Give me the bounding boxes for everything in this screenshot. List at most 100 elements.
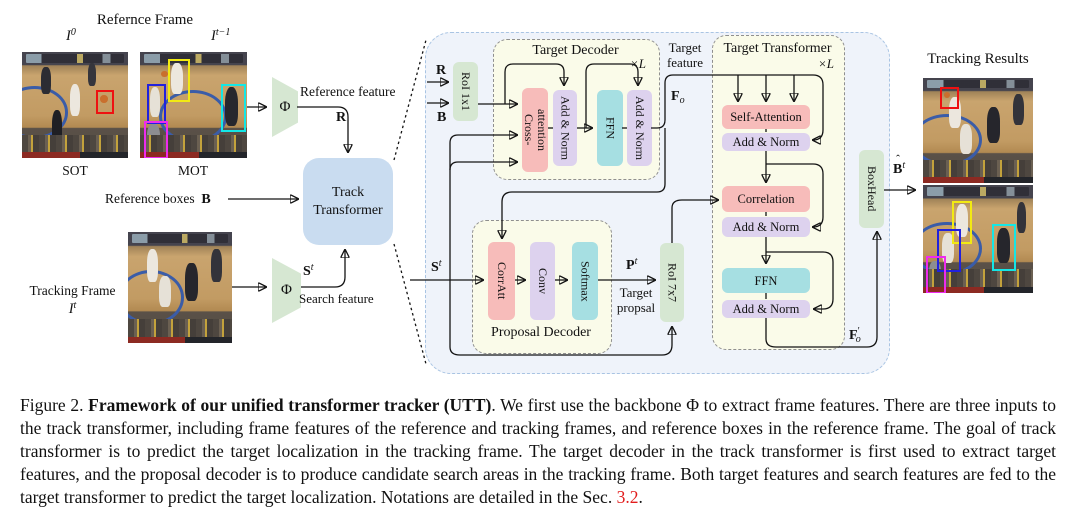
frame-i0-label: I0 <box>66 27 76 44</box>
cross-attention-block: Cross-attention <box>522 88 549 172</box>
player-silhouette <box>960 124 973 154</box>
add-norm-block: Add & Norm <box>722 217 810 237</box>
caption-body: . We first use the backbone Φ to extract… <box>20 395 1056 507</box>
caption-suffix: . <box>638 487 643 507</box>
result-bbox-red <box>939 87 959 110</box>
courtside-banner <box>128 336 186 343</box>
frame-it1-label: It−1 <box>211 27 231 44</box>
target-decoder-repeat-label: ×L <box>630 56 647 71</box>
player-silhouette <box>941 232 954 263</box>
player-silhouette <box>87 62 97 86</box>
courtside-banner <box>983 177 1033 183</box>
conv-block: Conv <box>530 242 555 320</box>
section-reference-link[interactable]: 3.2 <box>616 487 639 507</box>
basketball <box>100 95 108 103</box>
target-transformer-repeat-label: ×L <box>818 56 835 71</box>
player-silhouette <box>996 228 1010 263</box>
search-feature-symbol: St <box>431 258 442 275</box>
input-r-symbol: R <box>436 63 447 78</box>
target-proposal-label: Target propsal <box>616 285 656 315</box>
reference-feature-symbol: R <box>336 110 347 125</box>
player-silhouette <box>41 66 51 95</box>
proposal-decoder-title: Proposal Decoder <box>491 325 591 340</box>
search-feature-label: Search feature <box>299 291 374 306</box>
player-silhouette <box>986 107 1000 144</box>
reference-feature-label: Reference feature <box>300 84 396 99</box>
player-silhouette <box>159 276 171 308</box>
mot-bbox-yellow <box>167 59 190 102</box>
courtside-banner <box>22 152 81 158</box>
frame-it-label: It <box>68 300 77 317</box>
tracking-results-title: Tracking Results <box>927 51 1029 67</box>
player-silhouette <box>1013 93 1025 126</box>
tracking-frame-image <box>128 232 232 343</box>
add-norm-block: Add & Norm <box>722 300 810 318</box>
ffn-block: FFN <box>597 90 623 166</box>
scoreboard-bar <box>144 53 243 63</box>
crowd-band <box>128 318 232 338</box>
corratt-block: CorrAtt <box>488 242 515 320</box>
figure-caption: Figure 2. Framework of our unified trans… <box>20 394 1056 509</box>
ffn-block: FFN <box>722 268 810 293</box>
player-silhouette <box>185 263 198 301</box>
basketball <box>161 71 168 78</box>
track-transformer-box: Track Transformer <box>303 158 393 245</box>
courtside-banner <box>140 152 199 158</box>
boxhead-block: BoxHead <box>859 150 884 228</box>
scoreboard-bar <box>26 53 124 63</box>
player-silhouette <box>1016 202 1027 233</box>
player-silhouette <box>211 248 222 282</box>
self-attention-block: Self-Attention <box>722 105 810 129</box>
mot-label: MOT <box>178 163 208 178</box>
courtside-banner <box>80 152 128 158</box>
caption-bold-title: Framework of our unified transformer tra… <box>88 395 492 415</box>
correlation-block: Correlation <box>722 186 810 212</box>
player-silhouette <box>171 62 183 95</box>
mot-bbox-blue <box>147 83 167 124</box>
crowd-band <box>923 159 1033 178</box>
reference-frame-title: Refernce Frame <box>96 12 194 28</box>
target-decoder-title: Target Decoder <box>532 43 619 58</box>
scoreboard-bar <box>927 79 1029 89</box>
target-proposal-symbol: Pt <box>626 256 638 273</box>
backbone-phi: Φ <box>272 77 298 137</box>
result-bbox-yellow <box>951 201 973 245</box>
caption-prefix: Figure 2. <box>20 395 89 415</box>
player-silhouette <box>149 86 161 117</box>
courtside-banner <box>923 287 984 293</box>
target-feature-symbol: Fo <box>671 89 685 106</box>
phi-symbol: Φ <box>279 98 291 115</box>
refined-target-feature-symbol: F′o <box>849 326 861 345</box>
result-bbox-cyan <box>992 223 1017 272</box>
input-b-symbol: B <box>437 110 447 125</box>
player-silhouette <box>956 204 969 237</box>
mot-reference-frame-image <box>140 52 247 158</box>
target-feature-label: Target feature <box>666 40 704 70</box>
reference-boxes-label: Reference boxes B <box>105 191 211 207</box>
softmax-block: Softmax <box>572 242 598 320</box>
result-bbox-magenta <box>926 256 946 293</box>
crowd-band <box>22 134 128 153</box>
backbone-phi: Φ <box>272 258 301 323</box>
tracking-frame-label: Tracking Frame <box>29 283 116 298</box>
player-silhouette <box>224 86 239 127</box>
target-transformer-title: Target Transformer <box>723 41 832 56</box>
player-silhouette <box>69 83 81 116</box>
player-silhouette <box>51 110 63 145</box>
courtside-banner <box>185 336 232 343</box>
add-norm-block: Add & Norm <box>722 133 810 151</box>
roi-1x1-block: RoI 1x1 <box>453 62 478 121</box>
phi-symbol: Φ <box>281 282 292 298</box>
add-norm-block: Add & Norm <box>627 90 652 166</box>
scoreboard-bar <box>927 186 1029 196</box>
scoreboard-bar <box>132 233 228 244</box>
result-bbox-blue <box>937 229 962 273</box>
mot-bbox-cyan <box>221 83 246 133</box>
sot-target-bbox-red <box>96 90 114 115</box>
sot-reference-frame-image <box>22 52 128 158</box>
add-norm-block: Add & Norm <box>553 90 577 166</box>
tracking-result-mot-image <box>923 185 1033 293</box>
crowd-band <box>923 269 1033 288</box>
